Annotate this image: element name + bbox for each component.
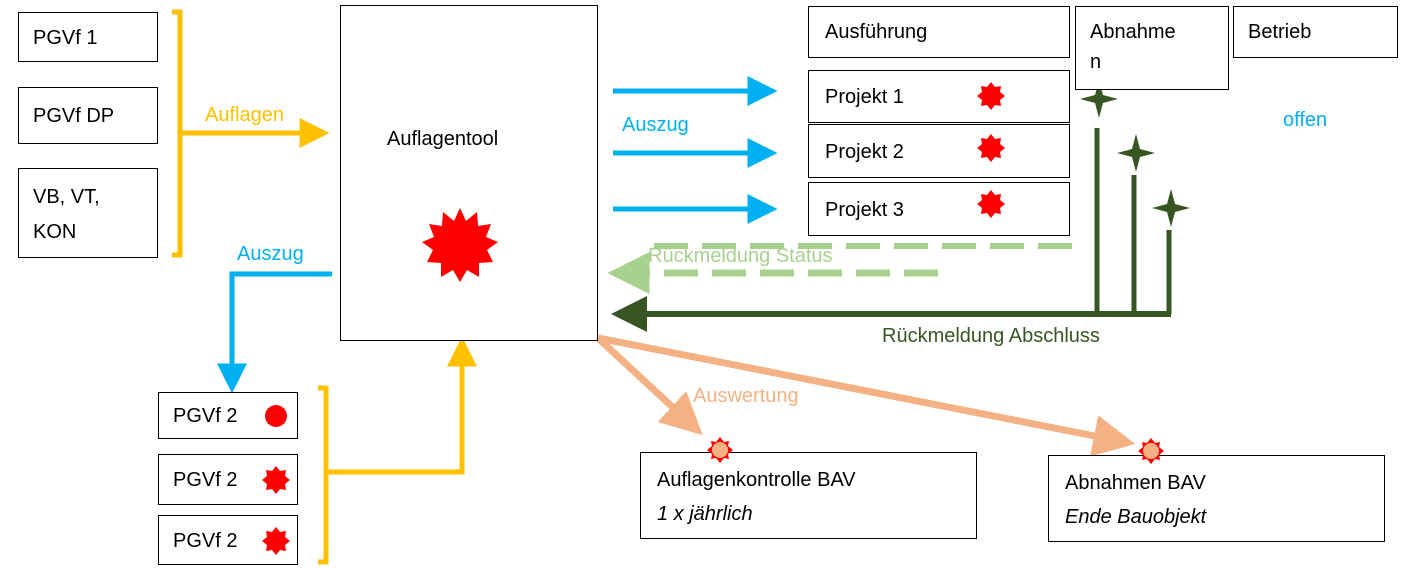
auflagenkontrolle-box: Auflagenkontrolle BAV 1 x jährlich <box>640 452 977 539</box>
red-dot-icon <box>265 405 287 427</box>
source-pgvf1-label: PGVf 1 <box>33 27 98 49</box>
red-burst-icon <box>977 82 1005 110</box>
rueckmeldung-status-label: Rückmeldung Status <box>648 245 833 267</box>
auflagenkontrolle-frequency: 1 x jährlich <box>657 503 753 525</box>
peach-burst-icon <box>707 437 733 463</box>
abnahmen-box: Abnahmen BAV Ende Bauobjekt <box>1048 455 1385 542</box>
pgvf2-label-1: PGVf 2 <box>173 405 238 427</box>
offen-label: offen <box>1283 109 1328 131</box>
projekt-1-label: Projekt 1 <box>825 86 904 108</box>
pgvf2-return-arrow <box>326 336 477 475</box>
source-vb-vt-kon-line2: KON <box>33 221 77 243</box>
abnahmen-timing: Ende Bauobjekt <box>1065 506 1207 528</box>
abnahmen-label: Abnahmen BAV <box>1065 472 1206 494</box>
auszug-right-label: Auszug <box>622 114 689 136</box>
source-pgvf-dp-label: PGVf DP <box>33 105 115 127</box>
auszug-arrow-pgvf2 <box>217 271 332 394</box>
phase-abnahme: Abnahme n <box>1075 6 1229 90</box>
rueckmeldung-abschluss-label: Rückmeldung Abschluss <box>882 325 1100 347</box>
auflagen-label: Auflagen <box>205 104 284 126</box>
four-point-star-icon <box>1152 189 1190 227</box>
source-vb-vt-kon: VB, VT, KON <box>18 168 158 258</box>
red-burst-icon <box>977 190 1005 218</box>
red-burst-icon <box>422 208 498 282</box>
four-point-star-icon <box>1080 80 1118 118</box>
pgvf2-box-3: PGVf 2 <box>158 515 298 565</box>
pgvf2-box-1: PGVf 2 <box>158 392 298 439</box>
pgvf2-box-2: PGVf 2 <box>158 454 298 505</box>
four-point-star-icon <box>1117 134 1155 172</box>
peach-burst-icon <box>1138 438 1164 464</box>
red-burst-icon <box>262 527 290 555</box>
source-pgvf1: PGVf 1 <box>18 12 158 62</box>
red-burst-icon <box>977 134 1005 162</box>
projekt-3-label: Projekt 3 <box>825 199 904 221</box>
pgvf2-brace <box>318 385 329 565</box>
phase-abnahme-line1: Abnahme <box>1090 21 1176 43</box>
source-pgvf-dp: PGVf DP <box>18 87 158 144</box>
projekt-3-box: Projekt 3 <box>808 182 1070 236</box>
projekt-2-box: Projekt 2 <box>808 124 1070 178</box>
phase-ausfuehrung-label: Ausführung <box>825 21 928 43</box>
auswertung-arrow-abnahmen <box>597 334 1136 457</box>
auflagentool-title: Auflagentool <box>387 128 499 150</box>
projekt-1-box: Projekt 1 <box>808 70 1070 123</box>
pgvf2-label-2: PGVf 2 <box>173 469 238 491</box>
pgvf2-label-3: PGVf 2 <box>173 530 238 552</box>
sources-brace <box>172 9 183 258</box>
phase-betrieb: Betrieb <box>1233 6 1398 58</box>
phase-ausfuehrung: Ausführung <box>808 6 1070 58</box>
auswertung-label: Auswertung <box>693 385 799 407</box>
phase-abnahme-line2: n <box>1090 51 1102 73</box>
projekt-2-label: Projekt 2 <box>825 141 904 163</box>
auszug-left-label: Auszug <box>237 243 304 265</box>
auswertung-arrow-kontrolle <box>595 335 703 436</box>
phase-betrieb-label: Betrieb <box>1248 21 1312 43</box>
auflagentool-box: Auflagentool <box>340 5 598 341</box>
auflagenkontrolle-label: Auflagenkontrolle BAV <box>657 469 856 491</box>
source-vb-vt-kon-line1: VB, VT, <box>33 186 100 208</box>
red-burst-icon <box>262 466 290 494</box>
